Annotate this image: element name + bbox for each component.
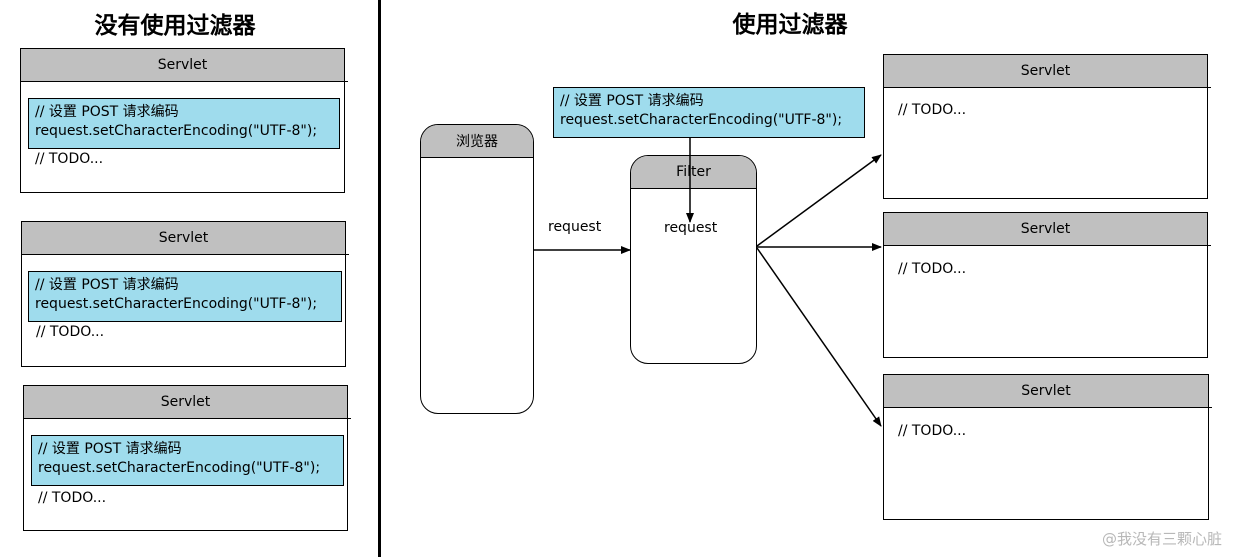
left-servlet-box: Servlet // 设置 POST 请求编码 request.setChara…	[20, 48, 348, 193]
servlet-title: Servlet	[160, 394, 211, 410]
right-servlet-box: Servlet // TODO...	[883, 374, 1212, 520]
request-label-browser: request	[548, 219, 602, 235]
section-divider	[378, 0, 381, 557]
arrow-filter-to-servlet-1	[756, 154, 882, 247]
encoding-code-block: // 设置 POST 请求编码 request.setCharacterEnco…	[28, 98, 340, 149]
servlet-header: Servlet	[24, 386, 351, 419]
todo-comment: // TODO...	[38, 490, 107, 506]
encoding-code-block: // 设置 POST 请求编码 request.setCharacterEnco…	[28, 271, 342, 322]
left-servlet-box: Servlet // 设置 POST 请求编码 request.setChara…	[23, 385, 351, 531]
code-comment: // 设置 POST 请求编码	[38, 441, 182, 457]
arrow-filter-to-servlet-3	[756, 247, 882, 427]
servlet-header: Servlet	[884, 55, 1211, 88]
watermark: @我没有三颗心脏	[1101, 530, 1222, 548]
request-label-filter: request	[664, 220, 718, 236]
todo-comment: // TODO...	[898, 102, 967, 118]
browser-header: 浏览器	[421, 125, 533, 158]
filter-label: Filter	[676, 164, 711, 180]
servlet-title: Servlet	[157, 57, 208, 73]
todo-comment: // TODO...	[35, 151, 104, 167]
encoding-code-block: // 设置 POST 请求编码 request.setCharacterEnco…	[31, 435, 344, 486]
todo-comment: // TODO...	[898, 423, 967, 439]
todo-comment: // TODO...	[898, 261, 967, 277]
right-servlet-box: Servlet // TODO...	[883, 54, 1211, 199]
servlet-title: Servlet	[1020, 63, 1071, 79]
servlet-header: Servlet	[22, 222, 349, 255]
code-line: request.setCharacterEncoding("UTF-8");	[35, 123, 318, 139]
servlet-header: Servlet	[21, 49, 348, 82]
code-comment: // 设置 POST 请求编码	[35, 104, 179, 120]
code-comment: // 设置 POST 请求编码	[560, 93, 704, 109]
code-line: request.setCharacterEncoding("UTF-8");	[38, 460, 321, 476]
browser-label: 浏览器	[456, 134, 498, 150]
filter-header: Filter	[631, 156, 756, 189]
code-comment: // 设置 POST 请求编码	[35, 277, 179, 293]
filter-box: Filter	[630, 155, 757, 364]
servlet-title: Servlet	[1021, 383, 1071, 399]
code-line: request.setCharacterEncoding("UTF-8");	[560, 112, 843, 128]
left-servlet-box: Servlet // 设置 POST 请求编码 request.setChara…	[21, 221, 349, 367]
right-section-title: 使用过滤器	[732, 12, 848, 38]
right-servlet-box: Servlet // TODO...	[883, 212, 1211, 358]
browser-box: 浏览器	[420, 124, 534, 414]
servlet-title: Servlet	[158, 230, 209, 246]
todo-comment: // TODO...	[36, 324, 105, 340]
servlet-title: Servlet	[1020, 221, 1071, 237]
filter-encoding-code-block: // 设置 POST 请求编码 request.setCharacterEnco…	[553, 87, 865, 138]
servlet-header: Servlet	[884, 213, 1211, 246]
code-line: request.setCharacterEncoding("UTF-8");	[35, 296, 318, 312]
left-section-title: 没有使用过滤器	[94, 13, 256, 39]
servlet-header: Servlet	[884, 375, 1212, 408]
